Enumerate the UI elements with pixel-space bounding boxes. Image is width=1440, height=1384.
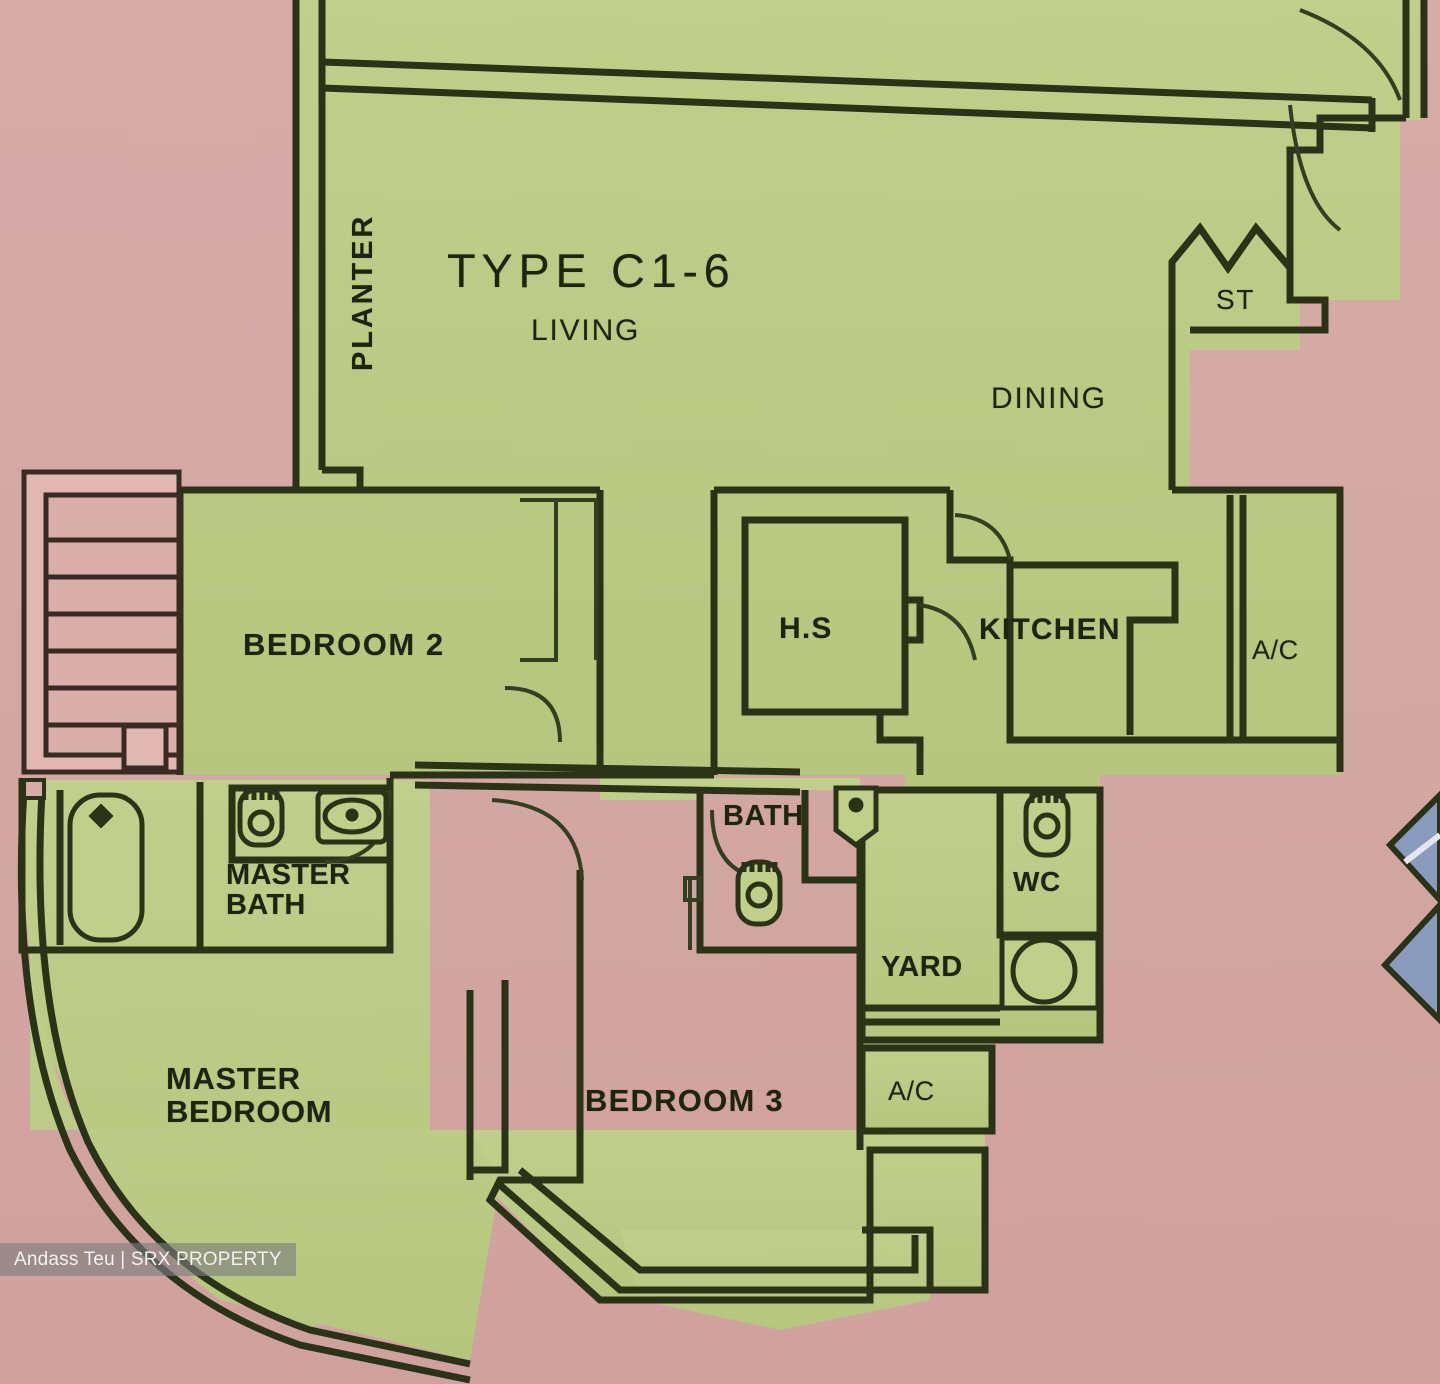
bathtub-drain	[88, 803, 114, 829]
corridor-window-band	[414, 761, 801, 796]
master-bedroom-lower-fill	[30, 960, 500, 1360]
master-bath-counter	[228, 784, 394, 864]
right-notch	[1286, 114, 1406, 290]
dining-to-ac	[1172, 486, 1344, 772]
floor-trap-yard	[999, 935, 1101, 1011]
wc-pan-master	[237, 787, 285, 848]
wash-basin-bath	[833, 785, 879, 849]
bedroom2-wardrobe	[520, 498, 558, 662]
bedroom3-inner-bay	[517, 1167, 919, 1274]
kitchen-counter	[1010, 561, 1179, 735]
master-bedroom-curve-inner	[36, 791, 471, 1368]
stair-flight	[43, 492, 182, 758]
stair-newel	[121, 723, 169, 771]
hs-door-jamb	[905, 596, 924, 644]
bedroom2-door-swing	[504, 686, 562, 743]
wash-basin-master	[315, 789, 389, 845]
bedroom3-outline	[485, 870, 989, 1304]
bath-partition	[801, 790, 860, 884]
upper-right-outline	[1402, 0, 1428, 118]
st-outline	[1168, 222, 1329, 348]
wall-notch	[22, 778, 46, 800]
dining-door-swing	[1299, 8, 1402, 101]
wc-box	[996, 790, 1100, 939]
master-bedroom-curve	[17, 789, 471, 1384]
living-window-band	[321, 58, 1373, 132]
household-shelter-box	[741, 516, 909, 716]
wc-pan-bath	[735, 859, 783, 927]
bedroom3-door-leaf	[683, 876, 702, 902]
bedroom2-wardrobe-edge	[556, 498, 598, 660]
kitchen-door-swing	[954, 513, 1012, 561]
wc-pan-wc	[1023, 790, 1071, 858]
master-bedroom-wardrobe	[470, 980, 509, 1174]
staircase	[21, 469, 182, 775]
hs-bottom-extension	[876, 712, 924, 775]
yard-drying-lines	[865, 1004, 1000, 1026]
watermark-text: Andass Teu | SRX PROPERTY	[14, 1248, 282, 1270]
neighbouring-balcony	[1380, 790, 1440, 1025]
hs-door-swing	[919, 603, 977, 661]
unit-walls	[17, 0, 1428, 1384]
bedroom3-bay	[497, 1182, 934, 1294]
st-door-swing	[1288, 104, 1342, 232]
ac-ledge-yard-fill	[862, 1045, 992, 1131]
watermark: Andass Teu | SRX PROPERTY	[0, 1243, 296, 1276]
corridor-door-swing	[491, 798, 584, 881]
ac-ledge-kitchen-box	[1226, 495, 1247, 740]
bedroom3-extension-fill	[620, 1230, 930, 1330]
planter-right-wall	[318, 0, 364, 490]
plumbing-fixtures	[67, 785, 1101, 1011]
bathtub	[67, 792, 145, 943]
